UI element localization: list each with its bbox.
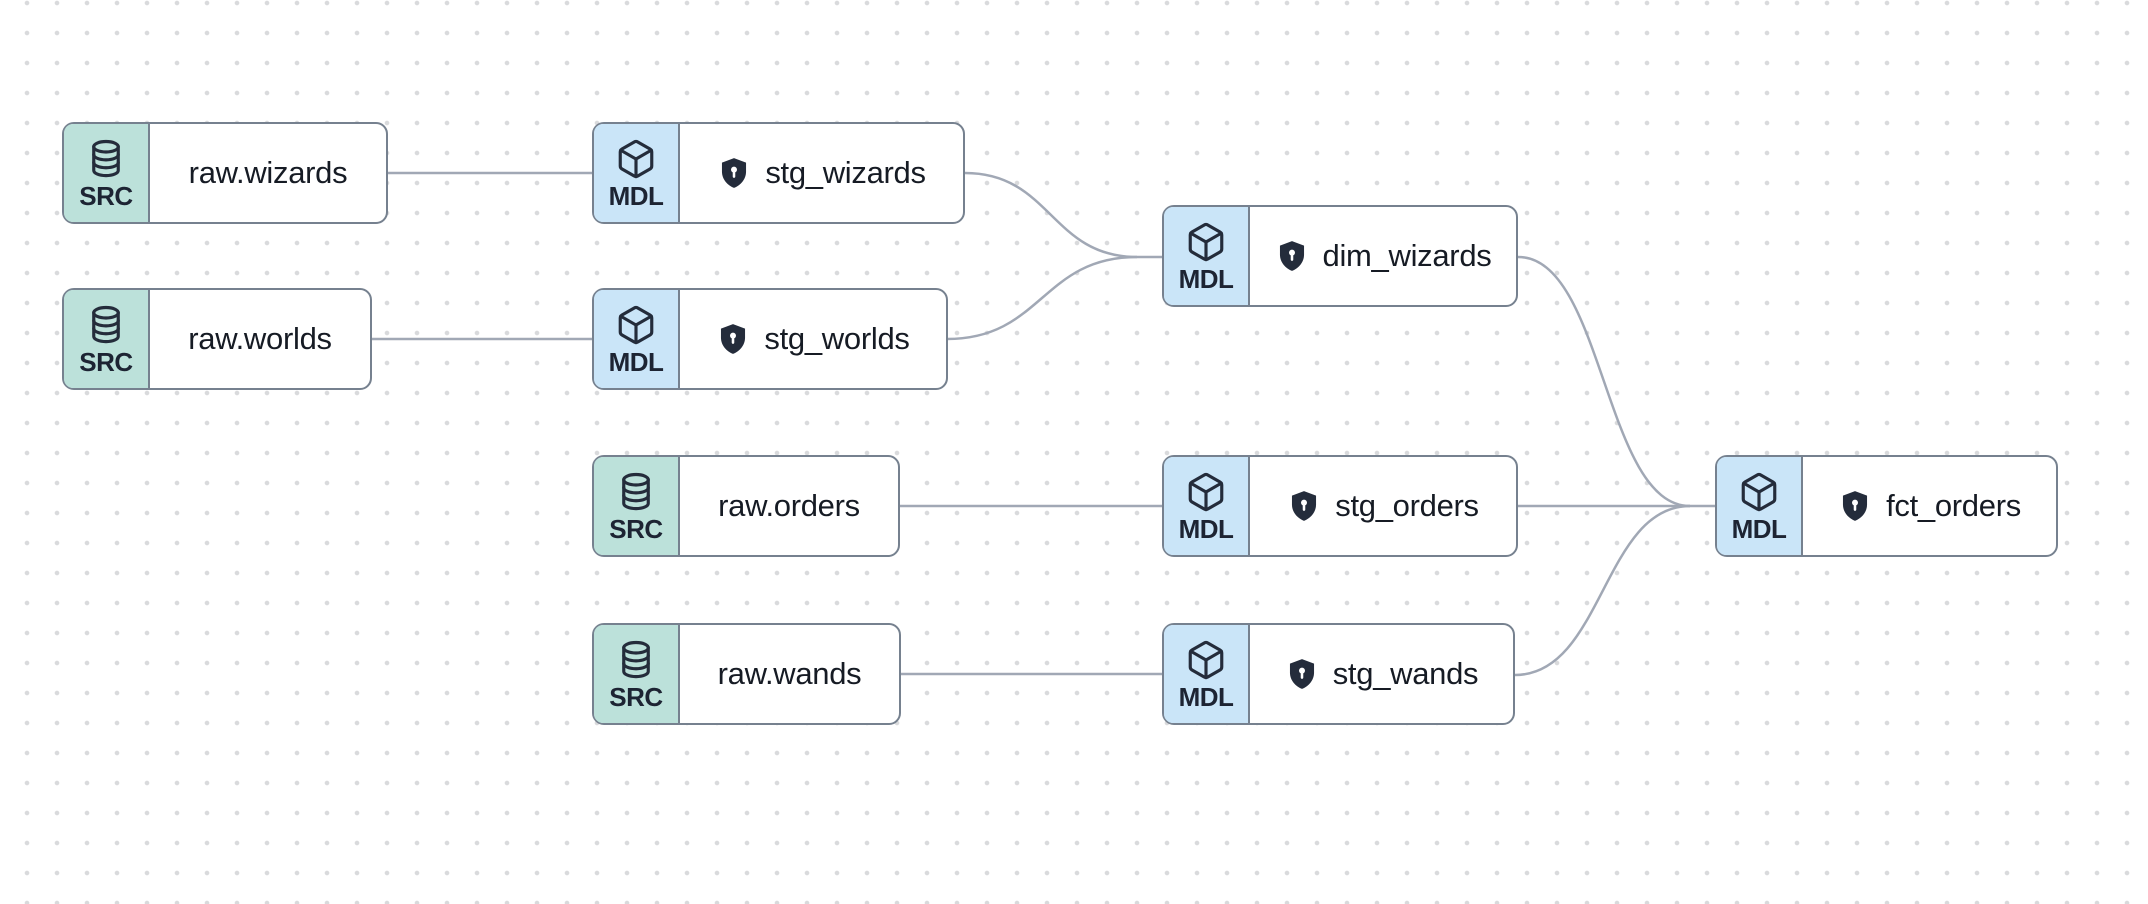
model-badge: MDL <box>594 290 680 388</box>
badge-label: SRC <box>609 513 663 544</box>
node-label: stg_worlds <box>764 321 910 356</box>
shield-lock-icon <box>721 324 746 354</box>
node-label: fct_orders <box>1886 488 2021 523</box>
model-badge: MDL <box>1164 207 1250 305</box>
node-raw-wizards[interactable]: SRC raw.wizards <box>62 122 388 224</box>
source-badge: SRC <box>594 625 680 723</box>
database-icon <box>622 640 650 678</box>
edge-stg_wizards-dim_wizards <box>964 171 1163 259</box>
cube-icon <box>618 139 654 178</box>
source-badge: SRC <box>64 290 150 388</box>
node-label: stg_orders <box>1335 488 1479 523</box>
badge-label: MDL <box>1178 513 1234 544</box>
cube-icon <box>1188 472 1224 511</box>
shield-lock-icon <box>1279 241 1304 271</box>
badge-label: MDL <box>1731 513 1787 544</box>
node-stg-wands[interactable]: MDL stg_wands <box>1162 623 1515 725</box>
node-label: raw.wizards <box>188 155 348 190</box>
node-stg-worlds[interactable]: MDL stg_worlds <box>592 288 948 390</box>
source-badge: SRC <box>64 124 150 222</box>
badge-label: MDL <box>608 180 664 211</box>
badge-label: MDL <box>608 346 664 377</box>
badge-label: SRC <box>609 681 663 712</box>
badge-label: SRC <box>79 180 133 211</box>
shield-lock-icon <box>1289 659 1314 689</box>
cube-icon <box>618 305 654 344</box>
node-label: dim_wizards <box>1322 238 1492 273</box>
node-raw-worlds[interactable]: SRC raw.worlds <box>62 288 372 390</box>
node-label: stg_wizards <box>765 155 926 190</box>
node-label: raw.wands <box>717 656 862 691</box>
edge-stg_wands-fct_orders <box>1514 504 1691 677</box>
cube-icon <box>1741 472 1777 511</box>
cube-icon <box>1188 222 1224 261</box>
node-label: stg_wands <box>1332 656 1479 691</box>
badge-label: SRC <box>79 346 133 377</box>
database-icon <box>622 472 650 510</box>
database-icon <box>92 305 120 343</box>
edge-dim_wizards-fct_orders <box>1517 255 1716 508</box>
model-badge: MDL <box>1164 625 1250 723</box>
shield-lock-icon <box>722 158 747 188</box>
badge-label: MDL <box>1178 681 1234 712</box>
node-fct-orders[interactable]: MDL fct_orders <box>1715 455 2058 557</box>
node-label: raw.worlds <box>188 321 332 356</box>
node-stg-orders[interactable]: MDL stg_orders <box>1162 455 1518 557</box>
node-stg-wizards[interactable]: MDL stg_wizards <box>592 122 965 224</box>
cube-icon <box>1188 640 1224 679</box>
model-badge: MDL <box>594 124 680 222</box>
node-label: raw.orders <box>718 488 860 523</box>
node-dim-wizards[interactable]: MDL dim_wizards <box>1162 205 1518 307</box>
node-raw-orders[interactable]: SRC raw.orders <box>592 455 900 557</box>
shield-lock-icon <box>1843 491 1868 521</box>
edge-stg_worlds-dim_wizards <box>946 255 1138 341</box>
database-icon <box>92 139 120 177</box>
source-badge: SRC <box>594 457 680 555</box>
badge-label: MDL <box>1178 263 1234 294</box>
model-badge: MDL <box>1164 457 1250 555</box>
model-badge: MDL <box>1717 457 1803 555</box>
shield-lock-icon <box>1292 491 1317 521</box>
node-raw-wands[interactable]: SRC raw.wands <box>592 623 901 725</box>
